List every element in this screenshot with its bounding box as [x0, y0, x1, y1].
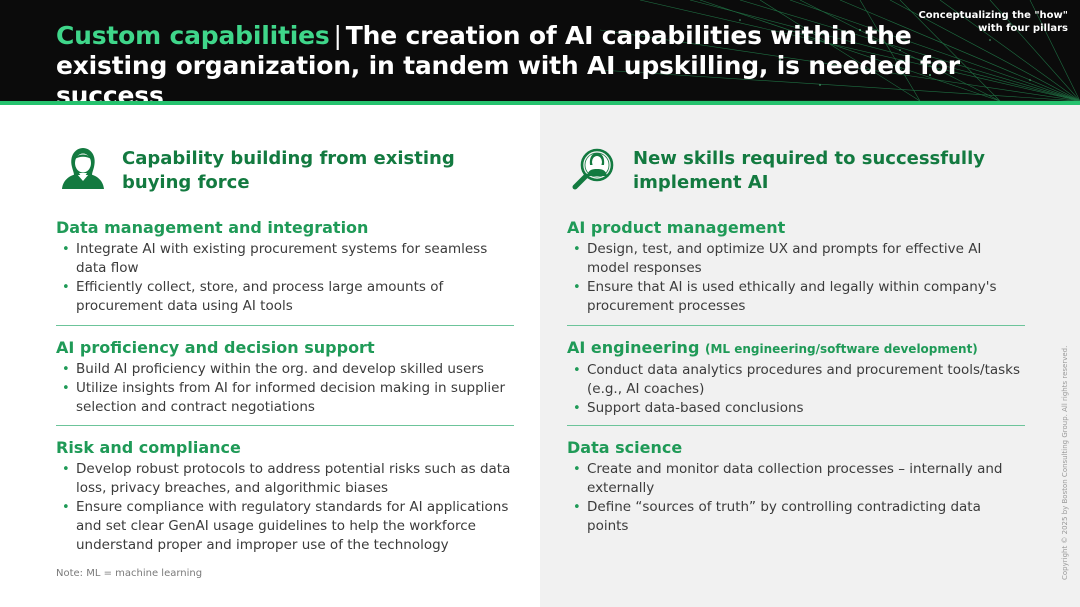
- title-banner: Custom capabilities|The creation of AI c…: [0, 0, 1080, 101]
- title-rest: The creation of AI capabilities within t…: [56, 21, 960, 101]
- section-title: Data management and integration: [56, 218, 369, 237]
- section-title: AI engineering (ML engineering/software …: [567, 338, 1025, 359]
- section-ai-product-management: AI product management Design, test, and …: [567, 218, 1025, 316]
- section-title-text: Data science: [567, 438, 683, 457]
- divider: [567, 325, 1025, 326]
- list-item: Support data-based conclusions: [567, 399, 1025, 418]
- section-title: AI proficiency and decision support: [56, 338, 375, 357]
- corner-note: Conceptualizing the "how" with four pill…: [918, 10, 1068, 34]
- divider: [56, 325, 514, 326]
- list-item: Ensure compliance with regulatory standa…: [56, 498, 514, 555]
- list-item: Ensure that AI is used ethically and leg…: [567, 278, 1025, 316]
- decorative-rays: [600, 0, 1080, 101]
- person-icon: [62, 148, 104, 189]
- section-ai-proficiency: AI proficiency and decision support Buil…: [56, 338, 514, 417]
- list-item: Utilize insights from AI for informed de…: [56, 379, 514, 417]
- section-risk-compliance: Risk and compliance Develop robust proto…: [56, 438, 514, 555]
- footnote: Note: ML = machine learning: [56, 568, 203, 579]
- copyright-notice: Copyright © 2025 by Boston Consulting Gr…: [1061, 345, 1069, 580]
- list-item: Define “sources of truth” by controlling…: [567, 498, 1025, 536]
- section-title-text: AI product management: [567, 218, 786, 237]
- title-accent: Custom capabilities: [56, 21, 330, 50]
- list-item: Conduct data analytics procedures and pr…: [567, 361, 1025, 399]
- list-item: Efficiently collect, store, and process …: [56, 278, 514, 316]
- section-data-science: Data science Create and monitor data col…: [567, 438, 1025, 536]
- list-item: Design, test, and optimize UX and prompt…: [567, 240, 1025, 278]
- list-item: Create and monitor data collection proce…: [567, 460, 1025, 498]
- left-column-heading: Capability building from existing buying…: [122, 148, 455, 193]
- page-title: Custom capabilities|The creation of AI c…: [56, 21, 986, 101]
- section-title: Risk and compliance: [56, 438, 241, 457]
- list-item: Integrate AI with existing procurement s…: [56, 240, 514, 278]
- section-subtitle: (ML engineering/software development): [704, 342, 978, 356]
- header-accent-line: [0, 101, 1080, 105]
- left-column-header: Capability building from existing buying…: [56, 145, 514, 201]
- right-column-header: New skills required to successfully impl…: [567, 145, 1025, 201]
- divider: [567, 425, 1025, 426]
- right-column-heading: New skills required to successfully impl…: [633, 148, 985, 193]
- section-title: Data science: [567, 438, 1025, 458]
- section-title: AI product management: [567, 218, 1025, 238]
- section-data-management: Data management and integration Integrat…: [56, 218, 514, 316]
- list-item: Build AI proficiency within the org. and…: [56, 360, 514, 379]
- title-separator: |: [333, 21, 342, 50]
- divider: [56, 425, 514, 426]
- magnifier-person-icon: [572, 148, 614, 190]
- section-title-text: AI engineering: [567, 338, 700, 357]
- list-item: Develop robust protocols to address pote…: [56, 460, 514, 498]
- section-ai-engineering: AI engineering (ML engineering/software …: [567, 338, 1025, 418]
